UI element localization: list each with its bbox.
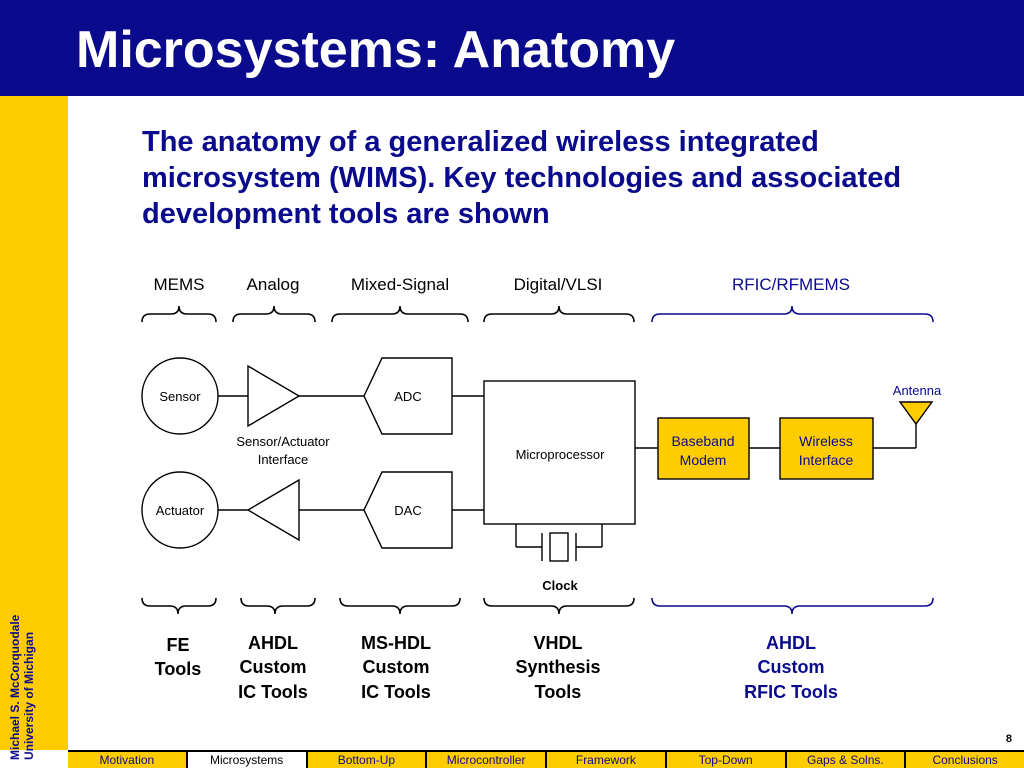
dac-label: DAC bbox=[394, 503, 421, 518]
brace-top-digital bbox=[483, 305, 635, 323]
tools-mems-line1: FE bbox=[166, 635, 189, 655]
category-mems: MEMS bbox=[154, 275, 205, 294]
brace-bottom-mixed bbox=[339, 597, 461, 615]
nav-item-bottom-up[interactable]: Bottom-Up bbox=[305, 752, 426, 768]
nav-item-gaps-solns[interactable]: Gaps & Solns. bbox=[784, 752, 905, 768]
category-analog: Analog bbox=[247, 275, 300, 294]
brace-bottom-mems bbox=[141, 597, 217, 615]
category-rfic-rfmems: RFIC/RFMEMS bbox=[732, 275, 850, 294]
antenna-icon bbox=[898, 401, 934, 426]
drive-amplifier-icon bbox=[246, 478, 300, 542]
brace-bottom-analog bbox=[240, 597, 316, 615]
baseband-label-line2: Modem bbox=[680, 452, 727, 468]
tools-digital-line3: Tools bbox=[535, 682, 582, 702]
slide-title: Microsystems: Anatomy bbox=[76, 21, 676, 79]
antenna-label: Antenna bbox=[893, 383, 942, 398]
tools-rfic-line2: Custom bbox=[758, 657, 825, 677]
adc-label: ADC bbox=[394, 389, 421, 404]
nav-item-conclusions[interactable]: Conclusions bbox=[904, 752, 1024, 768]
dac-block bbox=[363, 471, 453, 549]
actuator-label: Actuator bbox=[156, 503, 205, 518]
wireless-label-line1: Wireless bbox=[799, 433, 853, 449]
sensor-label: Sensor bbox=[159, 389, 201, 404]
brace-bottom-rfic bbox=[651, 597, 934, 615]
clock-label: Clock bbox=[542, 578, 578, 593]
category-mixed-signal: Mixed-Signal bbox=[351, 275, 449, 294]
nav-item-top-down[interactable]: Top-Down bbox=[664, 752, 785, 768]
page-number: 8 bbox=[1005, 733, 1012, 745]
crystal-icon bbox=[541, 532, 577, 562]
baseband-modem-block bbox=[657, 417, 750, 480]
sense-amplifier-icon bbox=[247, 364, 301, 428]
tools-analog-line2: Custom bbox=[240, 657, 307, 677]
tools-analog-line3: IC Tools bbox=[238, 682, 308, 702]
nav-item-microcontroller[interactable]: Microcontroller bbox=[425, 752, 545, 768]
side-bar bbox=[0, 96, 68, 750]
sensor-node bbox=[141, 357, 219, 435]
tools-rfic-line1: AHDL bbox=[766, 633, 816, 653]
intro-text: The anatomy of a generalized wireless in… bbox=[142, 126, 902, 230]
brace-bottom-digital bbox=[483, 597, 635, 615]
tools-digital-line2: Synthesis bbox=[515, 657, 600, 677]
microprocessor-block bbox=[483, 380, 636, 525]
tools-mixed-line1: MS-HDL bbox=[361, 633, 431, 653]
tools-digital-line1: VHDL bbox=[534, 633, 583, 653]
nav-item-motivation[interactable]: Motivation bbox=[99, 753, 155, 767]
brace-top-mems bbox=[141, 305, 217, 323]
interface-label-line2: Interface bbox=[258, 452, 309, 467]
adc-block bbox=[363, 357, 453, 435]
interface-label-line1: Sensor/Actuator bbox=[236, 434, 330, 449]
wireless-interface-block bbox=[779, 417, 874, 480]
brace-top-mixed bbox=[331, 305, 469, 323]
nav-item-microsystems[interactable]: Microsystems bbox=[185, 752, 306, 768]
nav-item-framework[interactable]: Framework bbox=[545, 752, 665, 768]
tools-mixed-line2: Custom bbox=[363, 657, 430, 677]
wireless-label-line2: Interface bbox=[799, 452, 854, 468]
tools-mems-line2: Tools bbox=[155, 659, 202, 679]
tools-mixed-line3: IC Tools bbox=[361, 682, 431, 702]
section-nav-bar: Motivation Microsystems Bottom-Up Microc… bbox=[68, 750, 1024, 768]
brace-top-rfic bbox=[651, 305, 934, 323]
baseband-label-line1: Baseband bbox=[671, 433, 734, 449]
title-bar bbox=[0, 0, 1024, 96]
actuator-node bbox=[141, 471, 219, 549]
tools-analog-line1: AHDL bbox=[248, 633, 298, 653]
microprocessor-label: Microprocessor bbox=[516, 447, 606, 462]
tools-rfic-line3: RFIC Tools bbox=[744, 682, 838, 702]
category-digital-vlsi: Digital/VLSI bbox=[514, 275, 603, 294]
brace-top-analog bbox=[232, 305, 316, 323]
